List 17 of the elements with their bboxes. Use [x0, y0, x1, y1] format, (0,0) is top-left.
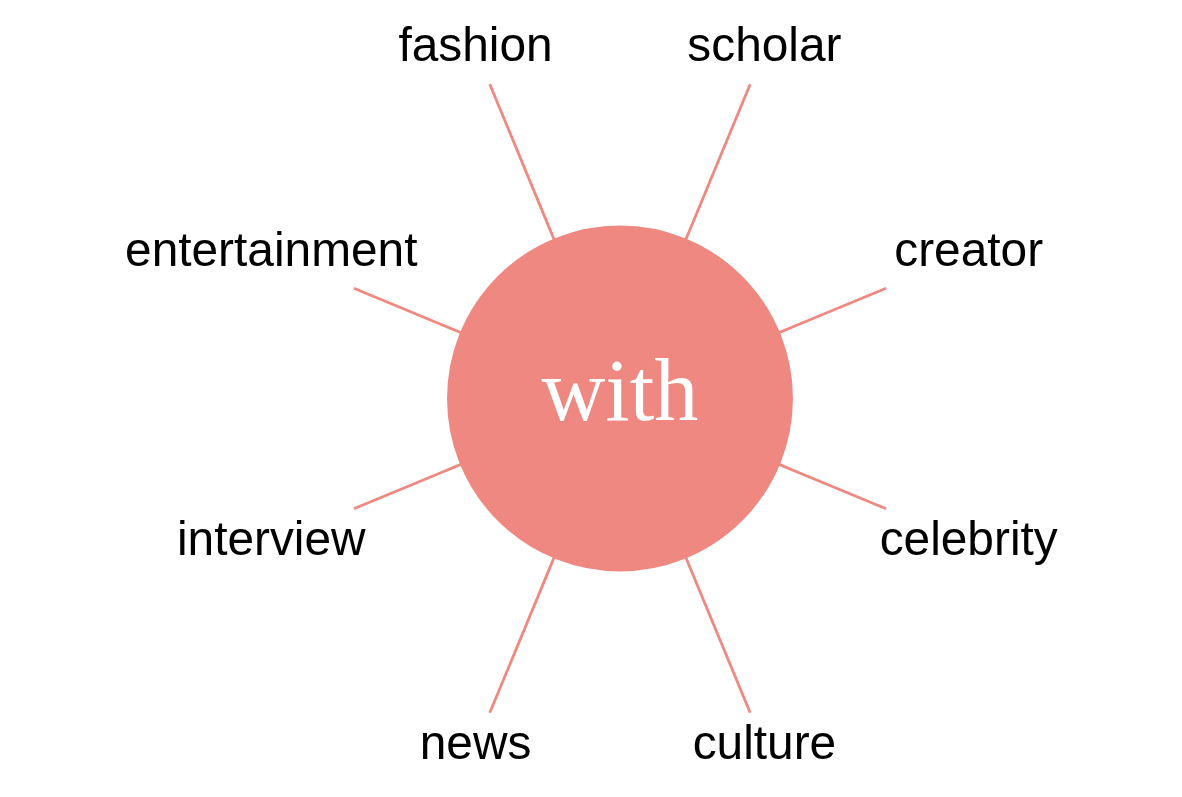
connector [778, 463, 887, 510]
node-text: news [419, 715, 532, 769]
node-text: scholar [687, 18, 842, 72]
node-text: entertainment [125, 222, 418, 276]
connector [684, 557, 752, 714]
node-text: creator [894, 222, 1044, 276]
connector [778, 287, 887, 334]
connector [353, 287, 462, 334]
node-text: fashion [398, 18, 553, 72]
node-circle: with [447, 225, 793, 572]
node-text: interview [176, 511, 366, 565]
connector [488, 557, 556, 714]
node-text: culture [692, 715, 837, 769]
connector [353, 463, 462, 510]
connector [684, 83, 752, 240]
node-text: celebrity [879, 511, 1058, 565]
connector [488, 83, 556, 240]
